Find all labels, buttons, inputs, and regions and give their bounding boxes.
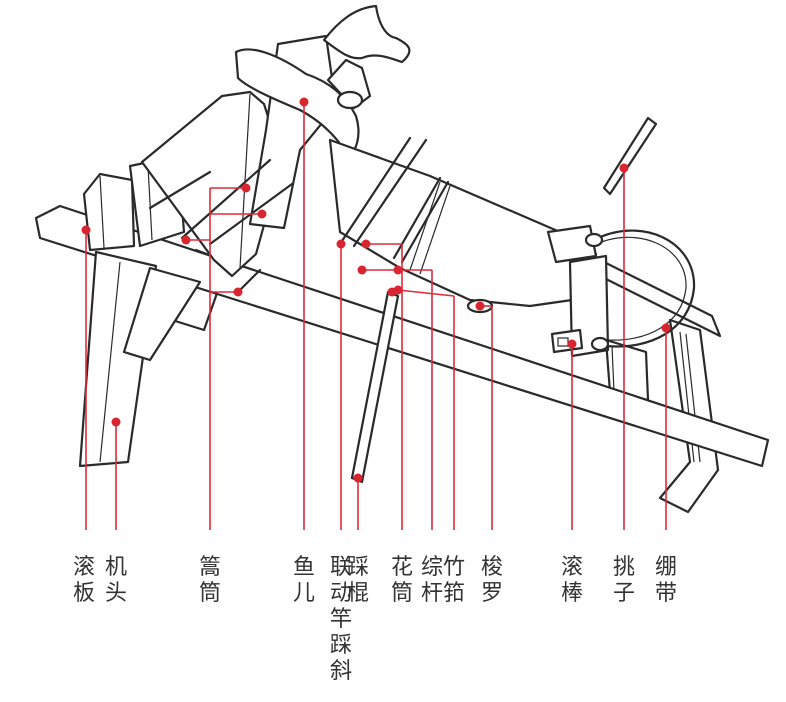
callout-dot — [111, 417, 121, 427]
callout-suoluo — [475, 301, 493, 530]
cloth-box — [546, 224, 598, 264]
label-char: 鱼 — [293, 555, 315, 580]
label-char: 踩 — [330, 633, 352, 658]
callout-dot — [353, 473, 363, 483]
label-char: 机 — [105, 555, 127, 580]
callout-dot — [567, 339, 577, 349]
fish-tail — [322, 4, 411, 64]
callout-tiaozi — [619, 163, 629, 530]
callout-dot — [181, 235, 191, 245]
fish-knob — [336, 90, 364, 110]
label-char: 绷 — [655, 555, 677, 580]
leg-brace — [122, 266, 202, 362]
label-huatong: 花筒 — [391, 555, 413, 606]
callout-dot — [357, 265, 367, 275]
callout-dot — [475, 301, 485, 311]
label-yuer: 鱼儿 — [293, 555, 315, 606]
label-bengdai: 绷带 — [655, 555, 677, 606]
label-char: 儿 — [293, 581, 315, 606]
label-shaotong: 篙筒 — [199, 555, 221, 606]
label-char: 棒 — [561, 581, 583, 606]
callout-leaders — [81, 97, 671, 530]
callout-jitou — [111, 417, 121, 530]
callout-gunban — [81, 225, 91, 530]
label-char: 斜 — [330, 659, 352, 684]
callout-shaotong — [181, 183, 267, 530]
label-char: 竹 — [443, 555, 465, 580]
label-char: 篙 — [199, 555, 221, 580]
label-char: 综 — [421, 555, 443, 580]
callout-zhuzhu — [393, 285, 455, 530]
label-char: 动 — [330, 581, 352, 606]
label-char: 筒 — [391, 581, 413, 606]
label-zhuzhu: 竹筘 — [443, 555, 465, 606]
label-char: 杆 — [421, 581, 443, 606]
callout-dot — [299, 97, 309, 107]
label-tiaozi: 挑子 — [613, 555, 635, 606]
label-char: 滚 — [73, 555, 95, 580]
band-knob-top — [584, 232, 604, 248]
label-zonggan: 综杆 — [421, 555, 443, 606]
callout-dot — [336, 239, 346, 249]
callout-dot — [241, 183, 251, 193]
callout-dot — [393, 265, 403, 275]
label-char: 竿 — [330, 607, 352, 632]
callout-zonggan — [393, 265, 433, 530]
callout-yuer — [299, 97, 309, 530]
label-char: 挑 — [613, 555, 635, 580]
label-char: 梭 — [481, 555, 503, 580]
callout-bengdai — [661, 323, 671, 530]
label-char: 头 — [105, 581, 127, 606]
label-char: 带 — [655, 581, 677, 606]
label-caigun: 踩棍 — [347, 555, 369, 606]
label-char: 板 — [73, 581, 95, 606]
callout-dot — [661, 323, 671, 333]
label-char: 滚 — [561, 555, 583, 580]
leader-branch — [397, 289, 455, 297]
callout-dot — [81, 225, 91, 235]
callout-dot — [361, 239, 371, 249]
tension-band — [592, 229, 696, 348]
label-char: 踩 — [347, 555, 369, 580]
callout-dot — [393, 285, 403, 295]
label-char: 筒 — [199, 581, 221, 606]
callout-dot — [619, 163, 629, 173]
band-knob-bottom — [590, 336, 610, 352]
callout-caigun — [353, 473, 363, 530]
label-gunbang: 滚棒 — [561, 555, 583, 606]
label-jitou: 机头 — [105, 555, 127, 606]
callout-liandong — [336, 239, 346, 530]
label-char: 罗 — [481, 581, 503, 606]
callout-dot — [233, 287, 243, 297]
fish-body — [234, 48, 360, 158]
head-block — [82, 172, 136, 252]
label-suoluo: 梭罗 — [481, 555, 503, 606]
label-char: 筘 — [443, 581, 465, 606]
callout-dot — [257, 209, 267, 219]
pick-stick — [602, 116, 658, 196]
label-char: 子 — [613, 581, 635, 606]
callout-gunbang — [567, 339, 577, 530]
label-char: 棍 — [347, 581, 369, 606]
roller-block — [550, 328, 584, 354]
label-char: 联 — [330, 555, 352, 580]
label-gunban: 滚板 — [73, 555, 95, 606]
label-char: 花 — [391, 555, 413, 580]
